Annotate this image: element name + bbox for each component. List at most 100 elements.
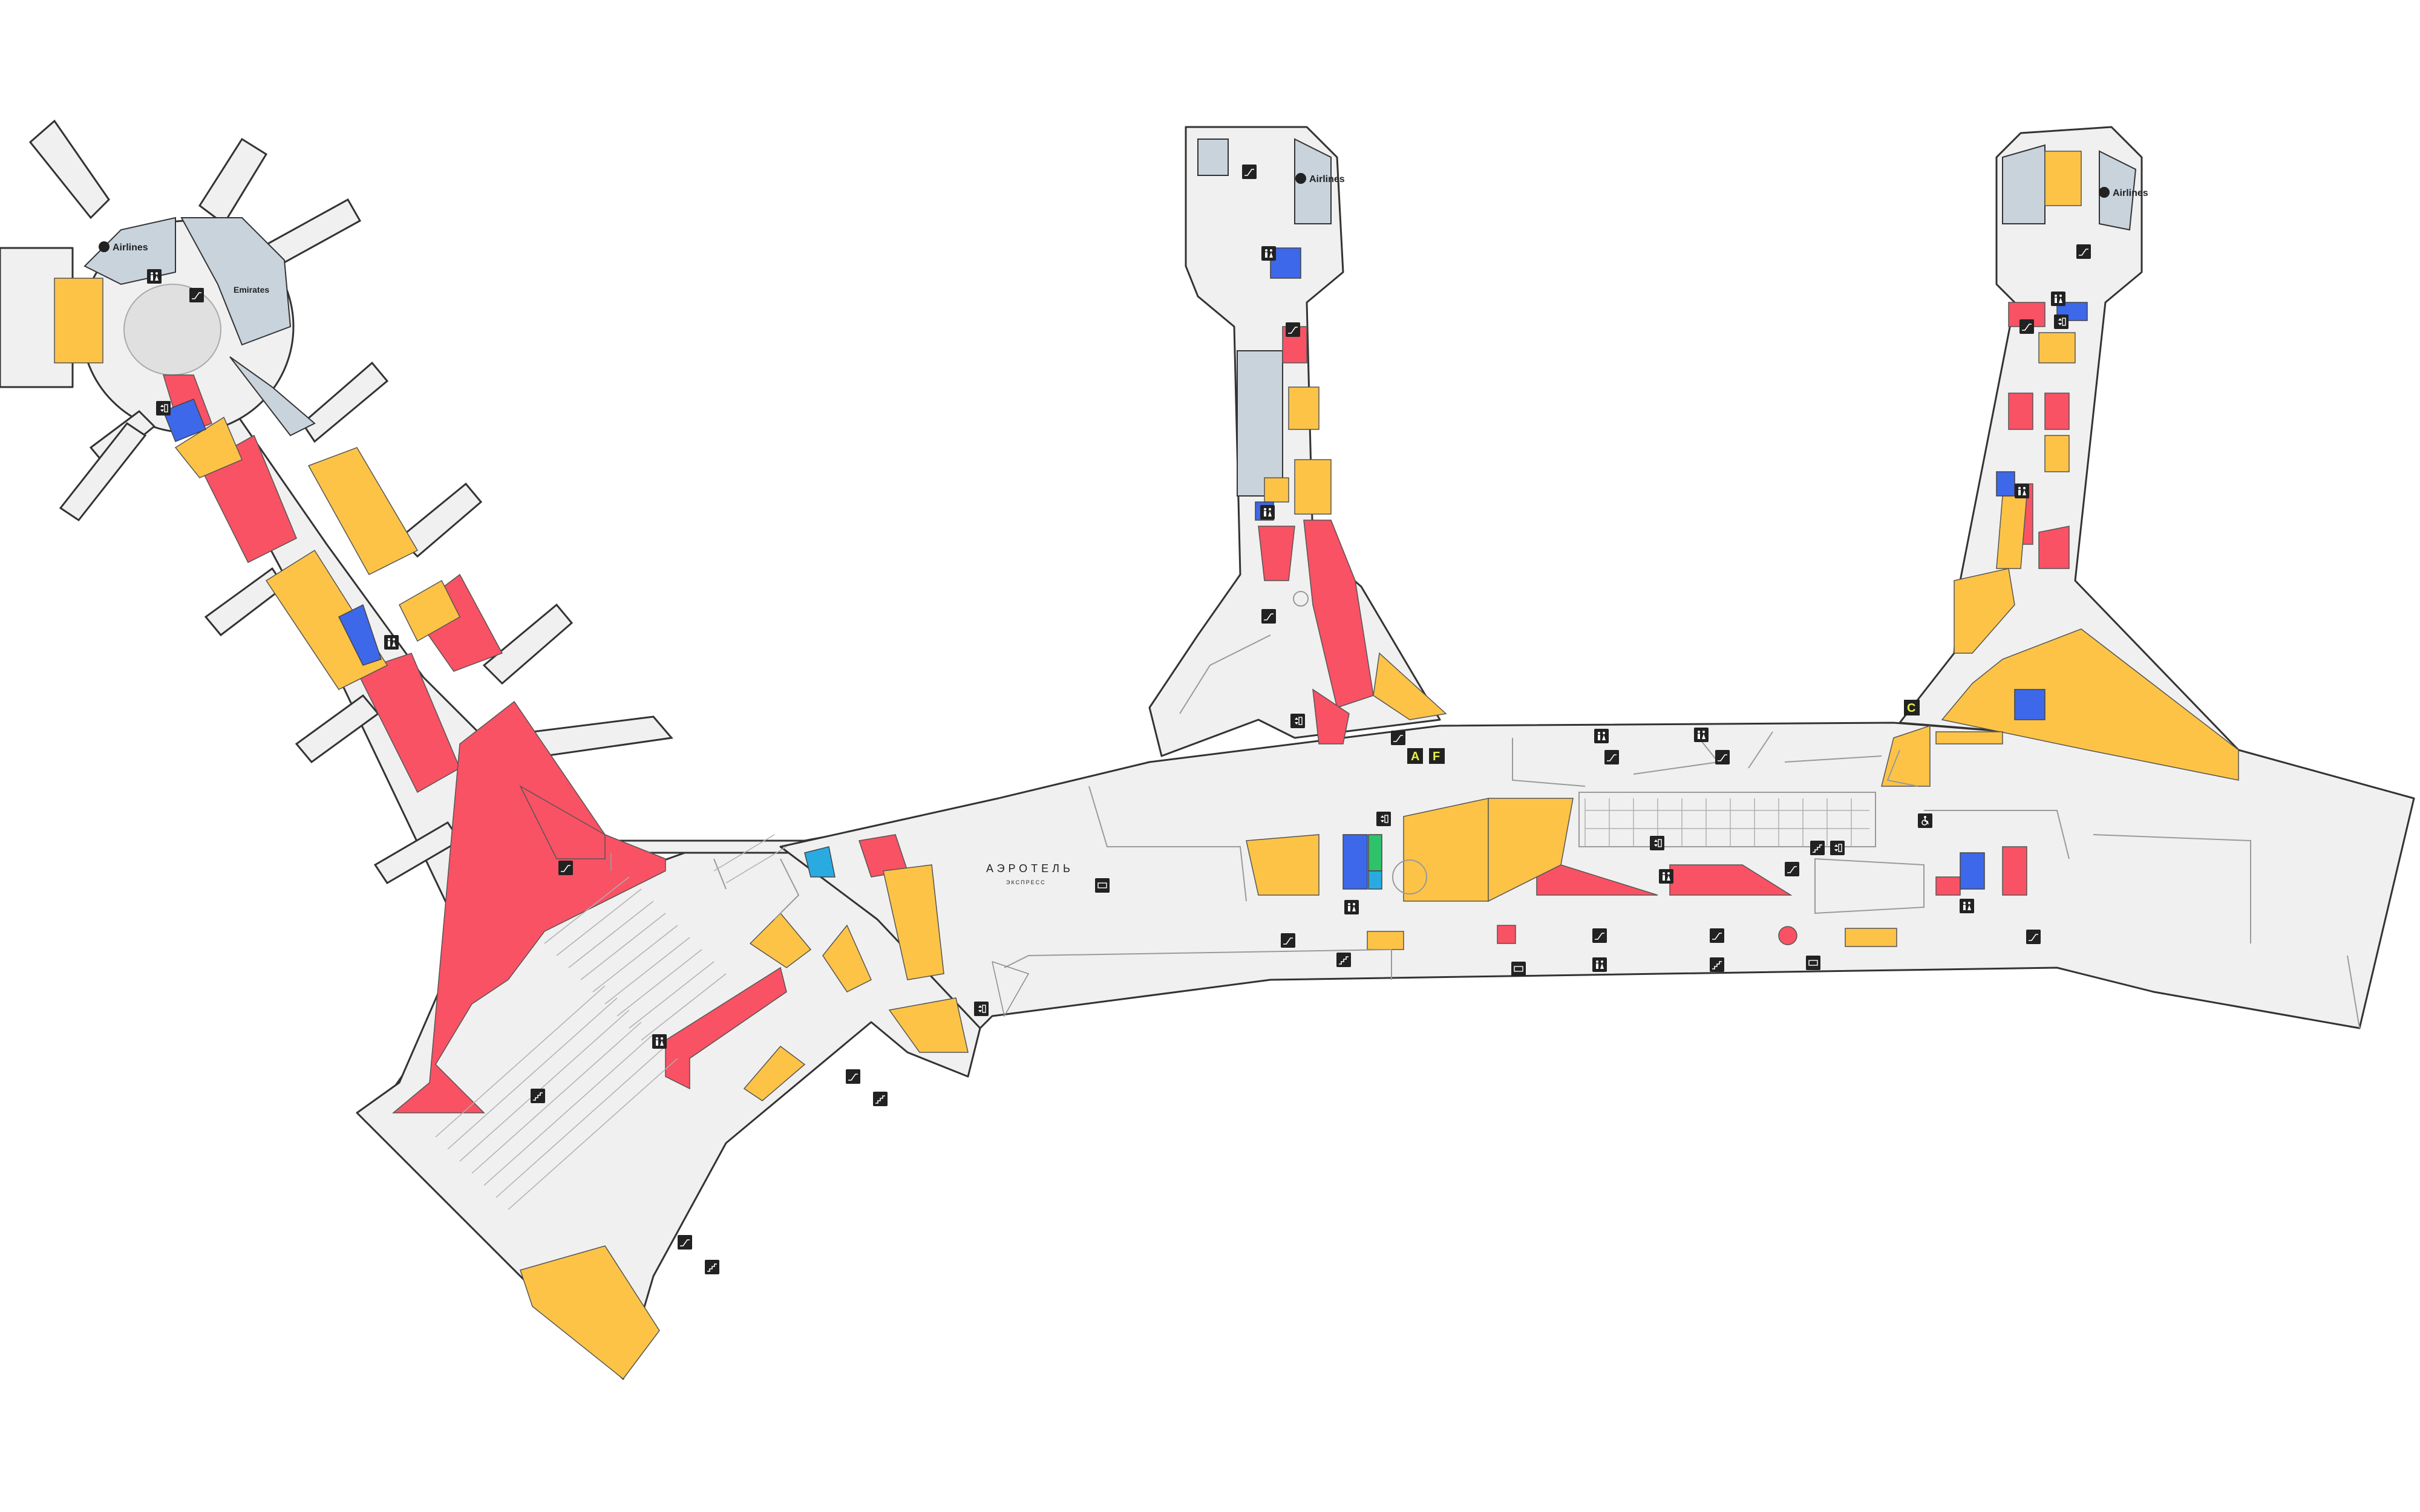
gate-arm <box>28 119 110 220</box>
lounge-area <box>229 356 316 437</box>
shop-zone <box>1288 386 1320 430</box>
service-zone <box>1342 834 1368 890</box>
toilet-icon <box>1344 900 1359 914</box>
stairs-icon <box>704 1259 720 1275</box>
service-zone <box>1996 471 2015 497</box>
elevator-icon <box>1649 835 1665 851</box>
venue-subtitle: ЭКСПРЕСС <box>1006 879 1046 885</box>
shop-zone <box>888 997 969 1053</box>
lounge-label-text: Airlines <box>113 243 148 253</box>
shop-zone <box>1845 928 1897 947</box>
gate-arm <box>531 715 673 757</box>
escalator-icon <box>2026 929 2041 945</box>
food-zone <box>2008 302 2046 327</box>
food-zone <box>2044 393 2070 430</box>
venue-title: АЭРОТЕЛЬ <box>986 862 1074 875</box>
gate-arm <box>301 361 389 443</box>
shop-zone <box>1954 568 2015 654</box>
food-zone <box>2002 846 2027 896</box>
shop-zone <box>1935 731 2003 745</box>
elevator-icon <box>1376 811 1392 827</box>
food-zone <box>519 785 606 859</box>
shop-zone <box>1367 931 1404 950</box>
stairs-icon <box>530 1088 546 1104</box>
shop-zone <box>743 1045 806 1101</box>
elevator-icon <box>1830 840 1845 856</box>
service-zone <box>1960 852 1985 890</box>
food-zone <box>1497 925 1516 944</box>
shop-zone <box>2038 332 2076 363</box>
food-zone <box>665 966 787 1090</box>
shop-zone <box>265 549 388 690</box>
service-zone <box>804 846 836 878</box>
lounges: Airlines Emirates Airlines Airlines <box>83 138 2148 497</box>
lounge-area <box>2002 144 2046 224</box>
food-zone <box>2008 393 2033 430</box>
escalator-icon <box>558 860 574 876</box>
marker-a-label: A <box>1411 750 1419 763</box>
marker-c[interactable]: C <box>1904 700 1920 715</box>
stairs-icon <box>1810 840 1825 856</box>
food-zone <box>2038 526 2070 569</box>
shop-zone <box>1246 834 1320 896</box>
shop-zone <box>2044 435 2070 472</box>
rotunda-center <box>123 284 221 376</box>
terminal-markers[interactable]: A F C <box>1407 700 1920 764</box>
toilet-icon <box>1260 505 1275 520</box>
marker-f[interactable]: F <box>1429 748 1445 764</box>
escalator-icon <box>1715 749 1730 765</box>
shop-zone <box>1264 477 1289 503</box>
food-zone <box>1258 526 1295 581</box>
toilet-icon <box>652 1034 667 1049</box>
shop-areas <box>54 151 2239 1380</box>
shop-zone <box>520 1245 660 1380</box>
lounge-area <box>83 217 176 285</box>
stairs-icon <box>1336 952 1352 968</box>
shop-zone <box>883 864 944 980</box>
atm-icon <box>1511 961 1526 977</box>
marker-f-label: F <box>1433 750 1440 763</box>
toilet-icon <box>1659 869 1673 884</box>
lounge-area <box>180 217 292 346</box>
escalator-icon <box>1592 928 1607 943</box>
lounge-label-text: Emirates <box>234 285 269 295</box>
escalator-icon <box>189 287 204 303</box>
toilet-icon <box>1960 899 1974 913</box>
shop-zone <box>307 447 419 575</box>
lounge-area <box>1237 350 1283 497</box>
accessible-icon <box>1917 813 1933 829</box>
escalator-icon <box>2019 319 2035 334</box>
service-zone <box>2014 689 2046 720</box>
shop-zone <box>1941 628 2239 781</box>
atm-icon <box>1094 878 1110 893</box>
gate-arm <box>59 422 147 522</box>
shop-zone <box>1403 798 1489 902</box>
escalator-icon <box>845 1069 861 1084</box>
food-zone <box>1312 688 1350 745</box>
toilet-icon <box>1594 729 1609 743</box>
escalator-icon <box>1709 928 1725 943</box>
escalator-icon <box>1261 608 1277 624</box>
atm-icon <box>1805 955 1821 971</box>
lounge-label-emirates: Emirates <box>234 285 269 295</box>
lounge-label-text: Airlines <box>2113 188 2148 198</box>
shop-zone <box>54 278 103 363</box>
shop-zone <box>1373 652 1447 720</box>
escalator-icon <box>2076 244 2091 259</box>
marker-a[interactable]: A <box>1407 748 1423 764</box>
lounge-label-airlines: Airlines <box>99 241 148 253</box>
service-areas <box>163 247 2088 890</box>
shop-zone <box>1881 725 1931 787</box>
shop-zone <box>1294 459 1332 515</box>
lounge-label-airlines-central: Airlines <box>1295 173 1345 184</box>
central-pier-floor <box>1148 126 1441 757</box>
elevator-icon <box>155 400 171 416</box>
shop-zone <box>399 579 460 642</box>
security-lanes <box>1584 798 1852 847</box>
food-zone <box>1778 926 1797 945</box>
toilet-icon <box>147 269 162 284</box>
shop-zone <box>174 416 243 478</box>
marker-c-label: C <box>1907 702 1915 715</box>
lounge-label-airlines-east: Airlines <box>2099 187 2148 198</box>
